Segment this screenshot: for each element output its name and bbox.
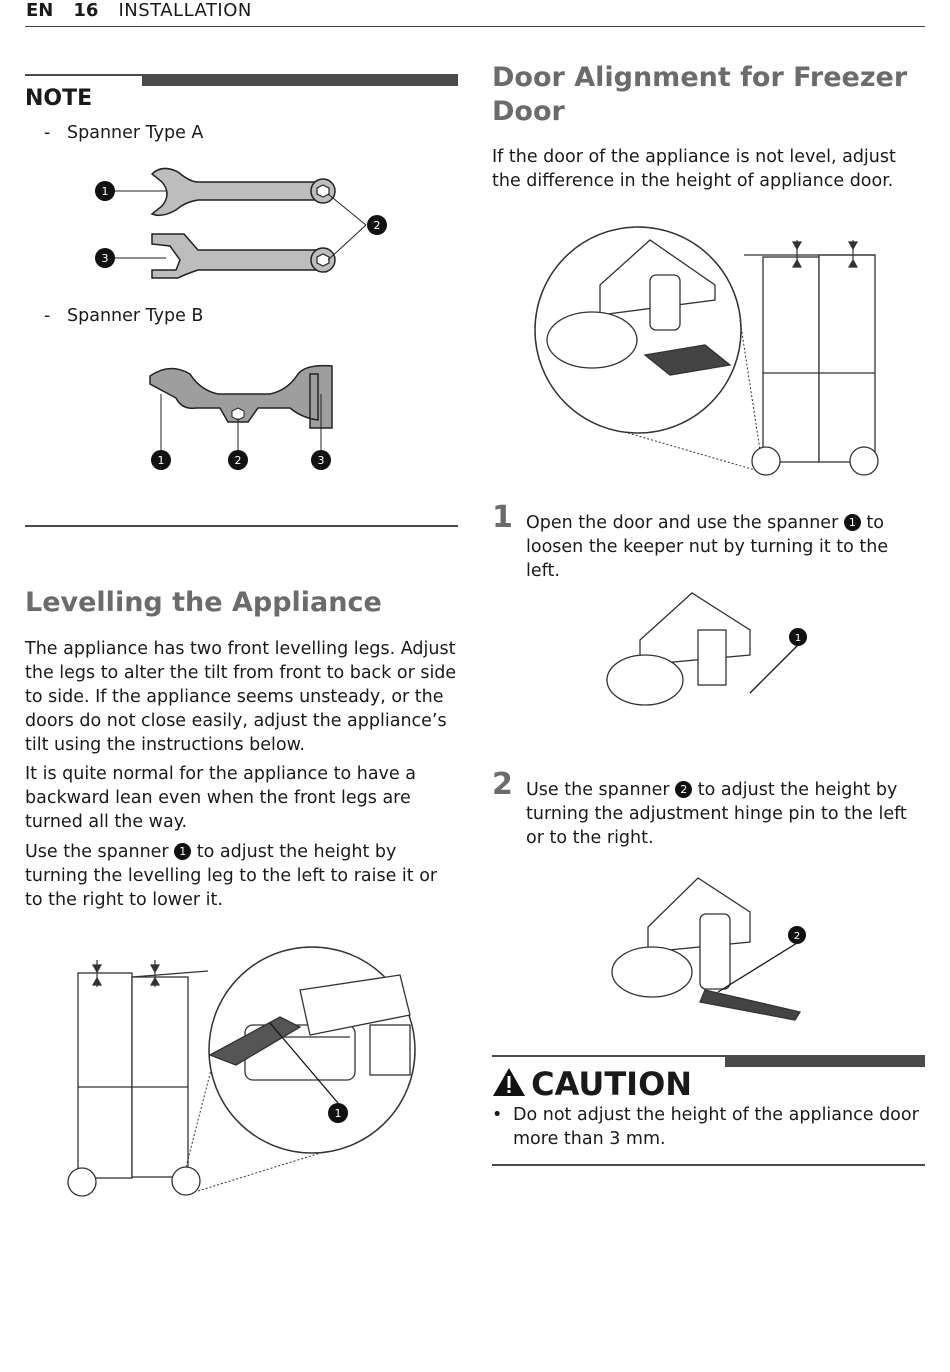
step2-figure: 2 xyxy=(611,877,806,1021)
step2-badge: 2 xyxy=(675,781,693,798)
note-bar xyxy=(142,74,458,86)
bullet: • xyxy=(492,1105,503,1125)
step2-fig-callout: 2 xyxy=(794,931,800,942)
spanner-badge: 1 xyxy=(174,843,192,860)
hex-a2 xyxy=(316,253,330,267)
note-title: NOTE xyxy=(25,86,93,111)
levelling-para3-pre: Use the spanner xyxy=(25,842,169,862)
step1-post: to loosen the keeper nut by turning it t… xyxy=(526,513,889,581)
caution-bottom-rule xyxy=(492,1164,925,1166)
door-alignment-intro: If the door of the appliance is not leve… xyxy=(492,147,896,191)
door-alignment-figure xyxy=(534,226,879,476)
callout-a3: 3 xyxy=(102,252,109,265)
step2-pre: Use the spanner xyxy=(526,780,670,800)
caution-text: Do not adjust the height of the applianc… xyxy=(513,1105,919,1149)
callout-b1: 1 xyxy=(158,454,165,467)
levelling-para3: Use the spanner 1 to adjust the height b… xyxy=(25,840,458,912)
warning-icon xyxy=(493,1068,525,1096)
hex-a1 xyxy=(316,184,330,198)
spanner-a-text: Spanner Type A xyxy=(67,123,204,143)
callout-b2: 2 xyxy=(235,454,242,467)
leader-a2-bottom xyxy=(327,224,367,261)
spanner-a-label: - Spanner Type A xyxy=(44,123,204,143)
callout-a2: 2 xyxy=(374,219,381,232)
step1-pre: Open the door and use the spanner xyxy=(526,513,839,533)
spanner-a2-body xyxy=(151,233,334,279)
levelling-fig-callout: 1 xyxy=(335,1107,342,1120)
section-name: INSTALLATION xyxy=(118,0,252,21)
note-bottom-rule xyxy=(25,525,458,527)
caution-title: CAUTION xyxy=(531,1065,693,1103)
header-rule xyxy=(25,26,925,27)
step2-number: 2 xyxy=(492,767,513,802)
step1-fig-callout: 1 xyxy=(795,633,801,644)
page-header: EN 16 INSTALLATION xyxy=(26,0,252,21)
step1-figure: 1 xyxy=(606,592,807,706)
spanner-b-label: - Spanner Type B xyxy=(44,306,204,326)
page-number: 16 xyxy=(73,0,99,21)
spanner-a-figure: 1 2 3 xyxy=(95,167,387,279)
spanner-b-figure: 1 2 3 xyxy=(149,364,333,470)
callout-b3: 3 xyxy=(318,454,325,467)
step2-post: to adjust the height by turning the adju… xyxy=(526,780,907,848)
levelling-para2: It is quite normal for the appliance to … xyxy=(25,764,416,832)
step1-text: Open the door and use the spanner 1 to l… xyxy=(526,511,926,583)
caution-heading: CAUTION xyxy=(492,1065,692,1103)
spanner-b-text: Spanner Type B xyxy=(67,306,204,326)
fridge-left-door xyxy=(77,972,133,1179)
step2-text: Use the spanner 2 to adjust the height b… xyxy=(526,778,926,850)
caution-bar xyxy=(725,1055,925,1067)
levelling-figure: 1 xyxy=(67,946,416,1197)
spanner-b-body xyxy=(149,364,333,429)
caution-item: • Do not adjust the height of the applia… xyxy=(492,1103,925,1151)
note-rule xyxy=(25,74,142,76)
step1-badge: 1 xyxy=(843,514,861,531)
levelling-para1: The appliance has two front levelling le… xyxy=(25,639,457,755)
door-alignment-title: Door Alignment for Freezer Door xyxy=(492,62,908,127)
callout-a1: 1 xyxy=(102,185,109,198)
leader-a2-top xyxy=(327,193,367,226)
levelling-para3-post: to adjust the height by turning the leve… xyxy=(25,842,438,910)
language-code: EN xyxy=(26,0,54,21)
step1-number: 1 xyxy=(492,500,513,535)
caution-rule xyxy=(492,1055,725,1057)
fridge-right-door xyxy=(131,976,189,1178)
levelling-title: Levelling the Appliance xyxy=(25,587,382,618)
spanner-a1-body xyxy=(150,167,333,217)
